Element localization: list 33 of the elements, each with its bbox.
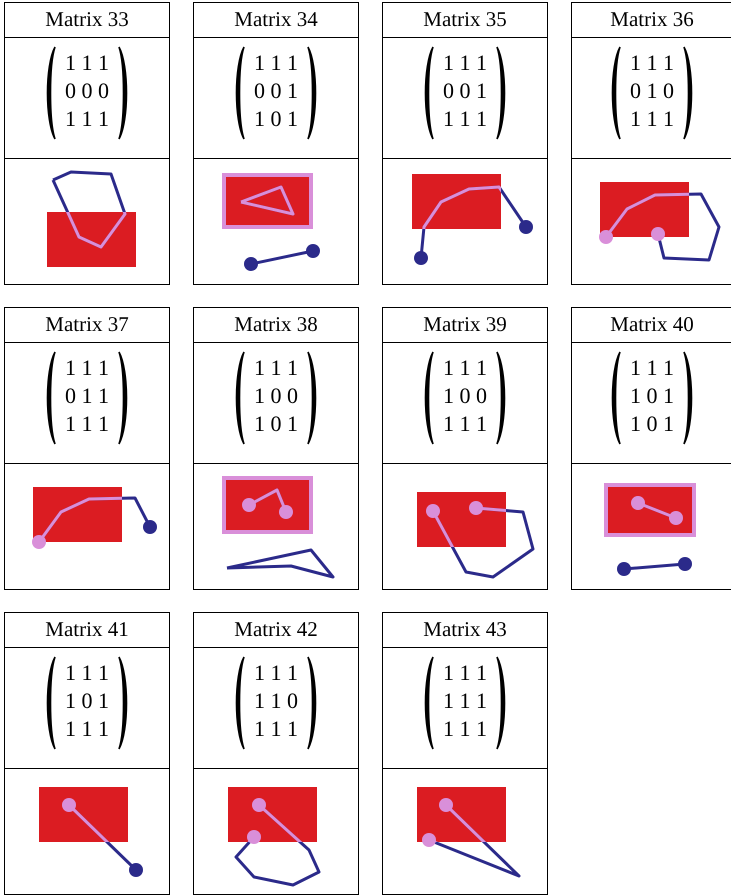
matrix-entries: 1 1 1 0 0 0 1 1 1 <box>64 49 110 133</box>
matrix-entries: 1 1 1 1 0 0 1 0 1 <box>253 354 299 438</box>
matrix-entries: 1 1 1 1 0 0 1 1 1 <box>442 354 488 438</box>
card-title: Matrix 37 <box>44 311 130 338</box>
matrix-entries: 1 1 1 1 0 1 1 0 1 <box>629 354 675 438</box>
card-title: Matrix 43 <box>422 616 508 643</box>
matrix-card <box>571 2 731 285</box>
matrix-entries: 1 1 1 1 1 0 1 1 1 <box>253 659 299 743</box>
matrix-entries: 1 1 1 1 1 1 1 1 1 <box>442 659 488 743</box>
matrix-card <box>4 2 170 285</box>
matrix-card <box>193 612 359 895</box>
matrix-card <box>193 307 359 590</box>
matrix-entries: 1 1 1 0 1 1 1 1 1 <box>64 354 110 438</box>
card-title: Matrix 36 <box>609 6 695 33</box>
matrix-entries: 1 1 1 1 0 1 1 1 1 <box>64 659 110 743</box>
card-title: Matrix 42 <box>233 616 319 643</box>
card-title: Matrix 41 <box>44 616 130 643</box>
matrix-card <box>382 2 548 285</box>
card-title: Matrix 34 <box>233 6 319 33</box>
matrix-entries: 1 1 1 0 0 1 1 0 1 <box>253 49 299 133</box>
matrix-card <box>571 307 731 590</box>
card-title: Matrix 40 <box>609 311 695 338</box>
matrix-card <box>382 612 548 895</box>
matrix-card <box>4 307 170 590</box>
card-title: Matrix 39 <box>422 311 508 338</box>
matrix-card <box>382 307 548 590</box>
matrix-entries: 1 1 1 0 0 1 1 1 1 <box>442 49 488 133</box>
matrix-entries: 1 1 1 0 1 0 1 1 1 <box>629 49 675 133</box>
matrix-card <box>4 612 170 895</box>
card-title: Matrix 33 <box>44 6 130 33</box>
card-title: Matrix 38 <box>233 311 319 338</box>
card-title: Matrix 35 <box>422 6 508 33</box>
matrix-card <box>193 2 359 285</box>
